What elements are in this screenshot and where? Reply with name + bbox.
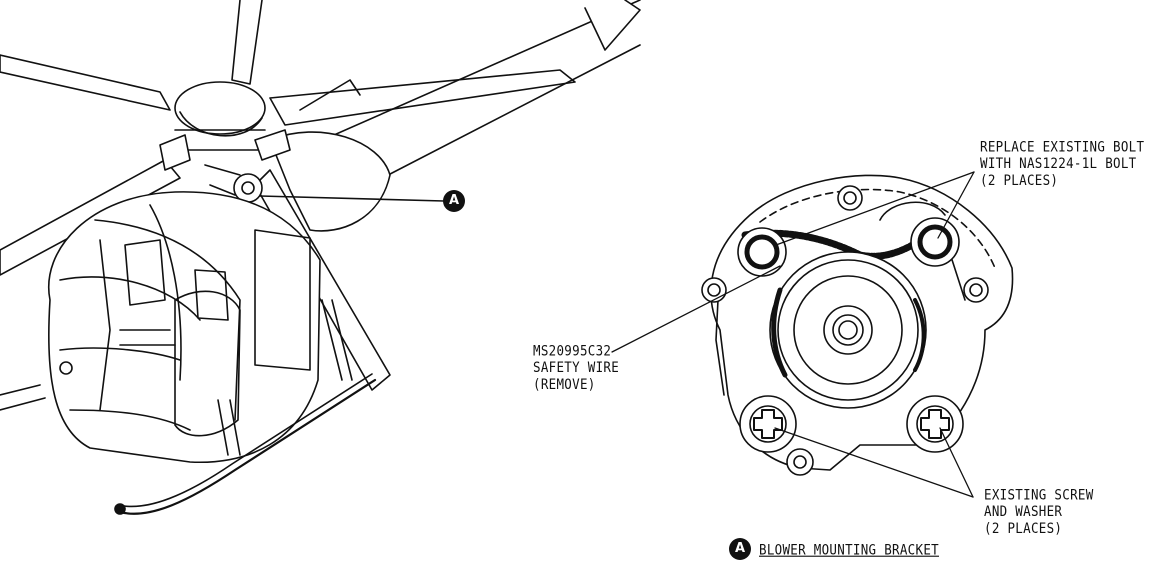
caption-badge-a: A	[729, 538, 751, 560]
landing-skid	[118, 378, 377, 515]
label-line: (2 PLACES)	[980, 171, 1059, 189]
blower-bracket-detail	[701, 174, 1014, 476]
label-replace-bolt: REPLACE EXISTING BOLT WITH NAS1224-1L BO…	[980, 138, 1144, 188]
skid-strut-front	[217, 399, 241, 456]
small-bolt-right	[963, 277, 989, 303]
caption-text: BLOWER MOUNTING BRACKET	[759, 540, 939, 558]
bolt-upper-left	[737, 227, 787, 277]
screw-lower-left	[739, 395, 797, 453]
label-line: AND WASHER	[984, 502, 1063, 520]
figure-caption: A BLOWER MOUNTING BRACKET	[729, 538, 939, 560]
skid-strut-rear	[321, 299, 353, 381]
cabin-bubble	[47, 191, 321, 464]
bolt-upper-right	[910, 217, 960, 267]
small-bolt-top	[837, 185, 863, 211]
label-line: WITH NAS1224-1L BOLT	[980, 154, 1137, 172]
small-bolt-bottom	[786, 448, 814, 476]
label-line: REPLACE EXISTING BOLT	[980, 138, 1145, 155]
label-line: MS20995C32	[533, 342, 612, 359]
label-leader-lines	[611, 171, 975, 498]
label-safety-wire: MS20995C32 SAFETY WIRE (REMOVE)	[533, 342, 619, 392]
small-bolt-left	[701, 277, 727, 303]
cabin-door	[254, 229, 311, 371]
tail-fin	[584, 0, 641, 51]
callout-badge-a: A	[443, 190, 465, 212]
label-line: (REMOVE)	[533, 375, 596, 393]
rotor-blade-top	[231, 0, 263, 85]
callout-leader-line	[259, 195, 445, 202]
rotor-blade-rear	[0, 54, 171, 111]
screw-lower-right	[906, 395, 964, 453]
blower-hub-nut	[823, 305, 873, 355]
helicopter-drawing	[0, 0, 641, 515]
rotor-blade-right	[269, 69, 576, 126]
label-screw-washer: EXISTING SCREW AND WASHER (2 PLACES)	[984, 486, 1094, 536]
label-line: SAFETY WIRE	[533, 358, 620, 376]
label-line: (2 PLACES)	[984, 519, 1063, 537]
label-line: EXISTING SCREW	[984, 486, 1094, 503]
engine-cowl	[269, 131, 391, 232]
rotor-hub-dome	[174, 81, 266, 135]
